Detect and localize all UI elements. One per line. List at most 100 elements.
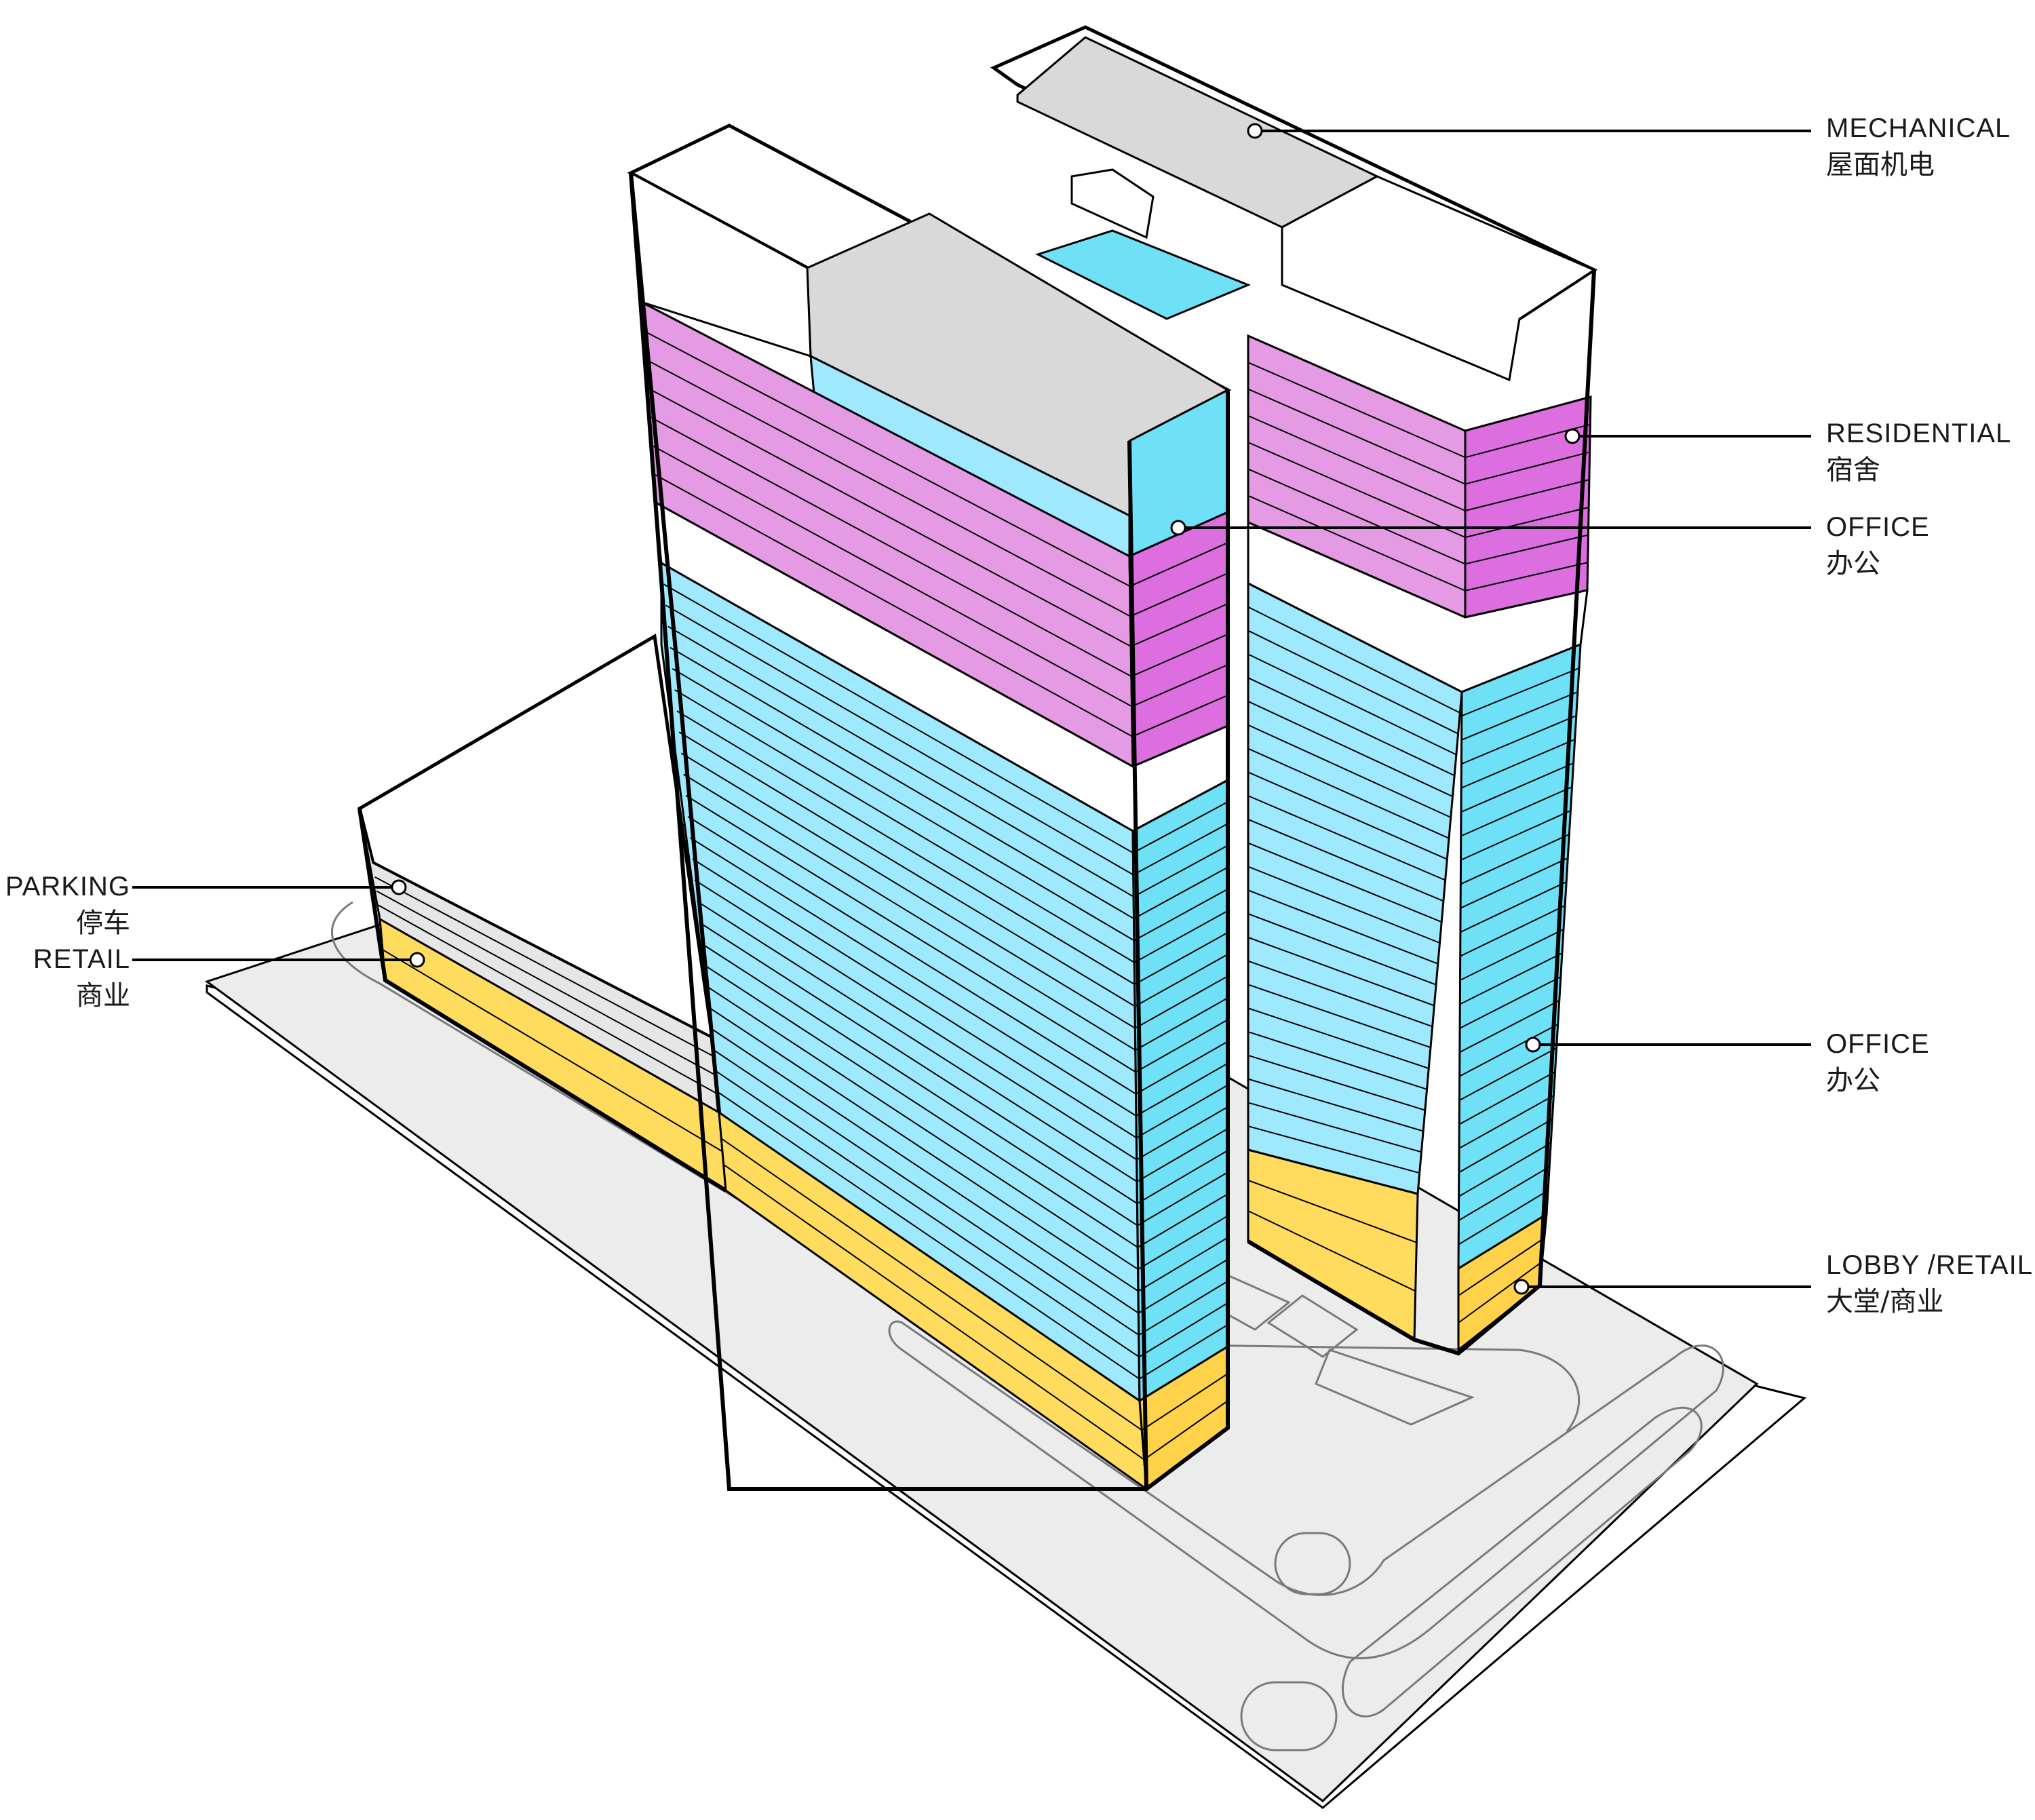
- floor-line-front-office: [680, 752, 1136, 1029]
- floor-line-front-office-side: [1138, 1258, 1228, 1314]
- site-side-lane: [1342, 1406, 1703, 1718]
- callout-residential-cn: 宿舍: [1826, 454, 1880, 486]
- floor-line-front-office: [699, 921, 1138, 1205]
- callout-office-lower-cn: 办公: [1826, 1065, 1880, 1096]
- site-road-inner: [888, 1320, 1724, 1660]
- floor-line-rear-res-side: [1465, 479, 1590, 511]
- rear-tower-core-stub: [1070, 168, 1155, 239]
- floor-line-rear-office-side: [1458, 1166, 1550, 1222]
- callout-office-lower-en: OFFICE: [1826, 1029, 1930, 1059]
- floor-line-front-office: [712, 1048, 1140, 1336]
- callout-mechanical-dot: [1247, 123, 1263, 139]
- floor-line-rear-res-side: [1465, 534, 1589, 565]
- callout-residential: RESIDENTIAL 宿舍: [1564, 419, 2011, 486]
- callout-office-lower: OFFICE 办公: [1525, 1029, 1930, 1096]
- floor-line-front-office: [672, 667, 1135, 942]
- floor-line-front-office-side: [1133, 866, 1228, 920]
- floor-line-front-office-side: [1138, 1280, 1228, 1336]
- floor-line-front-office: [683, 773, 1136, 1051]
- floor-line-front-office-side: [1138, 1302, 1228, 1358]
- floor-line-rear-office-side: [1458, 1119, 1553, 1174]
- floor-line-front-office: [667, 625, 1134, 897]
- callout-lobby-retail-cn: 大堂/商业: [1826, 1286, 1943, 1317]
- floor-line-rear-office: [1247, 1031, 1427, 1090]
- site-entrance-pad-2: [1266, 1294, 1359, 1358]
- floor-line-front-res: [652, 472, 1133, 737]
- floor-line-podium-parking: [374, 876, 714, 1058]
- floor-line-front-lobby: [723, 1163, 1145, 1460]
- floor-line-front-office: [694, 879, 1138, 1161]
- floor-line-rear-office-side: [1458, 1047, 1557, 1101]
- floor-line-rear-office-side: [1461, 691, 1578, 741]
- floor-line-rear-office-side: [1459, 1024, 1559, 1077]
- floor-line-rear-office: [1247, 842, 1442, 923]
- floor-line-rear-office-side: [1461, 667, 1580, 717]
- callout-parking: PARKING 停车: [5, 872, 407, 939]
- callout-residential-en: RESIDENTIAL: [1826, 419, 2011, 448]
- floor-line-rear-lobby: [1247, 1210, 1416, 1292]
- floor-line-rear-office: [1247, 866, 1440, 944]
- floor-line-front-office-side: [1137, 1150, 1228, 1205]
- floor-line-front-office: [687, 815, 1137, 1095]
- front-tower-residential-right: [1128, 510, 1229, 769]
- floor-line-front-res-side: [1131, 664, 1228, 708]
- floor-line-front-office-side: [1137, 1193, 1228, 1248]
- floor-line-rear-office-side: [1458, 1095, 1554, 1149]
- callout-parking-en: PARKING: [5, 872, 130, 902]
- callout-lobby-retail-en: LOBBY /RETAIL: [1826, 1250, 2033, 1280]
- floor-line-front-res: [646, 387, 1131, 647]
- floor-line-rear-office-side: [1460, 762, 1574, 813]
- floor-line-podium-parking: [376, 890, 716, 1076]
- floor-line-rear-res: [1247, 414, 1466, 511]
- floor-line-rear-lobby-side: [1458, 1261, 1543, 1323]
- floor-line-front-office: [663, 583, 1133, 854]
- floor-line-rear-office: [1247, 771, 1448, 860]
- callout-mechanical-cn: 屋面机电: [1826, 149, 1935, 180]
- floor-line-front-office-side: [1137, 1172, 1228, 1226]
- floor-line-front-office-side: [1135, 997, 1228, 1051]
- rear-tower-office-left: [1247, 581, 1463, 1195]
- floor-line-rear-office-side: [1460, 715, 1577, 765]
- rear-tower: [990, 25, 1598, 1356]
- floor-line-rear-office: [1247, 653, 1457, 756]
- floor-line-rear-res: [1247, 468, 1466, 565]
- floor-line-front-office: [696, 900, 1138, 1182]
- floor-line-front-res-side: [1129, 542, 1228, 587]
- floor-line-front-office-side: [1134, 954, 1228, 1007]
- floor-line-front-res: [648, 415, 1132, 678]
- floor-line-front-office-side: [1136, 1106, 1228, 1161]
- floor-line-front-res-side: [1131, 695, 1228, 737]
- floor-line-front-office-side: [1136, 1041, 1228, 1095]
- floor-line-rear-office: [1247, 701, 1453, 798]
- callout-retail-dot: [409, 952, 425, 968]
- podium: [357, 633, 727, 1193]
- floor-line-front-office: [716, 1091, 1140, 1380]
- floor-line-front-lobby-side: [1144, 1400, 1228, 1460]
- floor-line-front-office: [703, 964, 1138, 1248]
- floor-line-rear-office: [1247, 724, 1452, 818]
- floor-line-rear-office: [1247, 1007, 1429, 1069]
- callout-retail-en: RETAIL: [33, 944, 130, 974]
- callout-mechanical-en: MECHANICAL: [1826, 113, 2011, 143]
- floor-line-rear-office: [1247, 984, 1431, 1049]
- floor-line-rear-res: [1247, 442, 1466, 539]
- floor-line-rear-office: [1247, 936, 1435, 1007]
- floor-line-podium-parking: [378, 904, 718, 1095]
- callout-office-upper-dot: [1170, 520, 1186, 536]
- floor-line-front-office: [692, 858, 1137, 1139]
- floor-line-rear-office-side: [1460, 881, 1567, 933]
- callout-office-upper-cn: 办公: [1826, 548, 1880, 579]
- floor-line-rear-office-side: [1460, 786, 1572, 837]
- floor-line-front-office: [689, 837, 1137, 1117]
- floor-line-rear-office-side: [1460, 739, 1576, 789]
- floor-line-rear-office-side: [1460, 929, 1564, 981]
- floor-line-front-office: [676, 710, 1136, 986]
- floor-line-rear-res: [1247, 495, 1466, 592]
- floor-line-rear-office: [1247, 677, 1455, 777]
- floor-line-front-office: [665, 604, 1134, 876]
- floor-line-rear-office: [1247, 889, 1439, 965]
- floor-line-rear-office-side: [1459, 952, 1563, 1005]
- floor-line-rear-lobby-side: [1458, 1237, 1545, 1296]
- floor-line-rear-office-side: [1458, 1190, 1549, 1245]
